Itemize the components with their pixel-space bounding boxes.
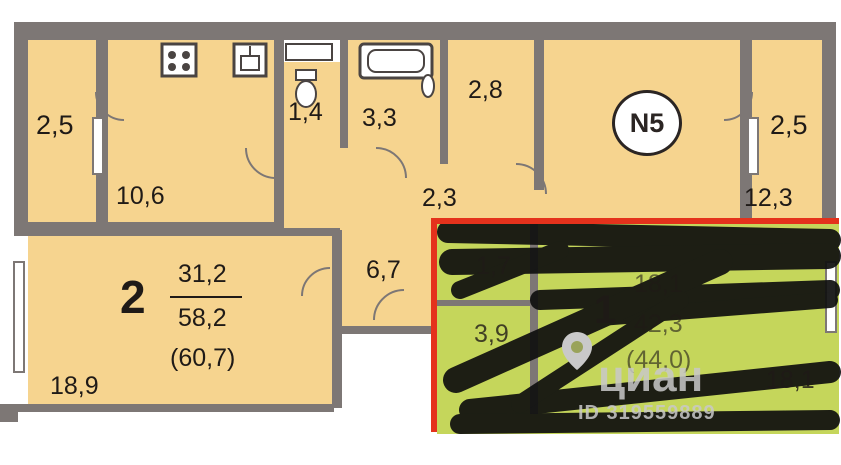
bathtub-icon <box>358 42 435 98</box>
bedroom <box>28 236 332 408</box>
unit2-living-area: 31,2 <box>178 260 227 288</box>
stove-icon <box>160 42 198 78</box>
sink-icon <box>232 42 268 78</box>
unit1-highlight-frame <box>431 218 839 432</box>
room5-area-label: 12,3 <box>744 184 793 212</box>
balcony-right-area-label: 2,5 <box>770 110 808 140</box>
kitchen-area-label: 10,6 <box>116 182 165 210</box>
unit1-living-area: 18,1 <box>634 270 683 298</box>
unit2-total-area: 58,2 <box>178 304 227 332</box>
closet-area-label: 2,8 <box>468 76 503 104</box>
walls <box>0 22 836 422</box>
closet <box>448 40 534 164</box>
location-pin-icon <box>562 332 592 370</box>
interior-walls <box>14 40 752 412</box>
unit1-rooms-count: 1 <box>594 288 617 332</box>
watermark-brand: циан <box>598 352 704 401</box>
watermark-id: ID 319559889 <box>578 402 716 424</box>
toilet-icon <box>295 69 317 108</box>
toilet-area-label: 1,4 <box>288 98 323 126</box>
unit2-fraction-line <box>170 296 242 298</box>
balcony-left <box>28 40 96 222</box>
unit1-bath-area: 3,9 <box>474 320 509 348</box>
unit2-total-with-balcony: (60,7) <box>170 344 236 372</box>
apartment-number-badge: N5 <box>612 90 682 156</box>
unit2-rooms-count: 2 <box>120 271 146 323</box>
hall <box>340 226 436 326</box>
balcony-left-area-label: 2,5 <box>36 110 74 140</box>
unit1-total-with-balcony: (44,0) <box>626 346 692 374</box>
scribble-overlay <box>437 221 841 434</box>
unit1-room-area: 18,1 <box>766 366 815 394</box>
door-swings <box>95 91 753 321</box>
hall-area-label: 6,7 <box>366 256 401 284</box>
bedroom-area-label: 18,9 <box>50 372 99 400</box>
corridor <box>284 148 574 228</box>
balcony-right <box>752 40 822 222</box>
unit1-total-area: 42,3 <box>634 310 683 338</box>
windows <box>13 117 759 373</box>
unit1-closet-area: 1,7 <box>476 252 511 280</box>
corridor-area-label: 2,3 <box>422 184 457 212</box>
washbasin-icon <box>285 43 333 61</box>
bathroom-area-label: 3,3 <box>362 104 397 132</box>
